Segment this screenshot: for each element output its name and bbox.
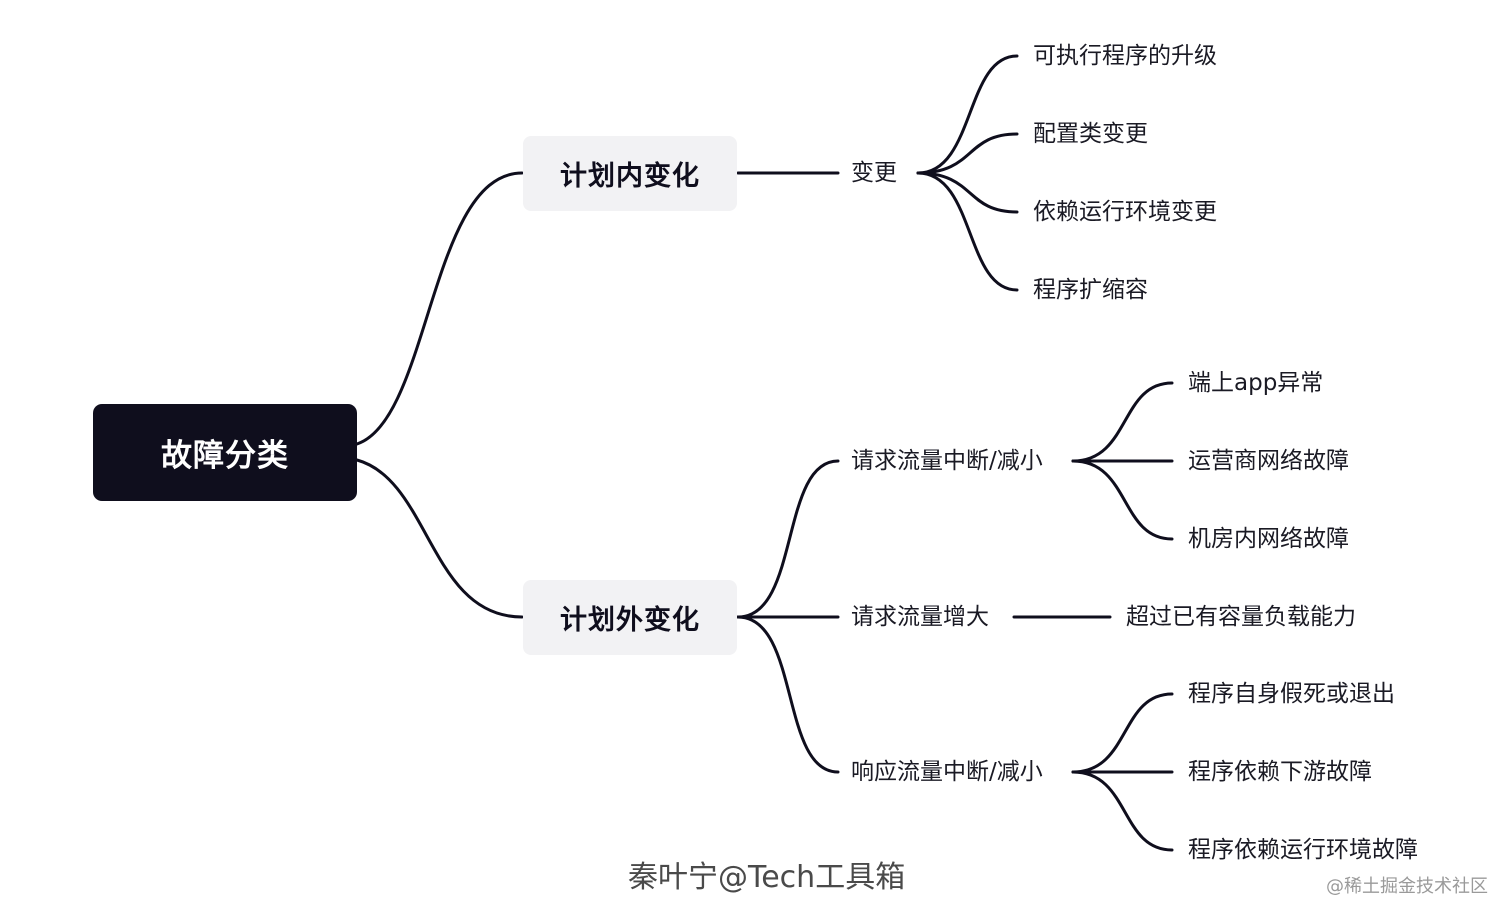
- connector-resp-drop-to-leaf-1: [1071, 692, 1174, 774]
- leaf-executable-upgrade[interactable]: 可执行程序的升级: [1033, 43, 1217, 69]
- leaf-downstream-fault[interactable]: 程序依赖下游故障: [1188, 759, 1372, 785]
- connector-unplanned-to-req-drop: [736, 459, 840, 619]
- branch-unplanned-change[interactable]: 计划外变化: [523, 580, 737, 655]
- connector-unplanned-to-resp-drop: [736, 615, 840, 774]
- leaf-exceed-capacity[interactable]: 超过已有容量负载能力: [1126, 604, 1356, 630]
- author-watermark: 秦叶宁@Tech工具箱: [628, 860, 906, 895]
- root-node[interactable]: 故障分类: [93, 404, 357, 501]
- node-request-traffic-increase[interactable]: 请求流量增大: [851, 604, 989, 630]
- branch-unplanned-change-label: 计划外变化: [560, 605, 700, 636]
- leaf-runtime-env-fault[interactable]: 程序依赖运行环境故障: [1188, 837, 1418, 863]
- leaf-scaling[interactable]: 程序扩缩容: [1033, 277, 1148, 303]
- leaf-process-hang-or-exit[interactable]: 程序自身假死或退出: [1188, 681, 1395, 707]
- connector-req-drop-to-leaf-3: [1071, 459, 1174, 541]
- connector-req-drop-to-leaf-1: [1071, 381, 1174, 463]
- connector-change-to-leaf-4: [916, 171, 1019, 292]
- node-response-traffic-drop[interactable]: 响应流量中断/减小: [851, 759, 1043, 785]
- leaf-carrier-network-fault[interactable]: 运营商网络故障: [1188, 448, 1349, 474]
- leaf-runtime-env-change[interactable]: 依赖运行环境变更: [1033, 199, 1217, 225]
- node-request-traffic-drop[interactable]: 请求流量中断/减小: [851, 448, 1043, 474]
- site-watermark: @稀土掘金技术社区: [1326, 876, 1488, 897]
- connector-change-to-leaf-3: [916, 171, 1019, 214]
- leaf-client-app-error[interactable]: 端上app异常: [1188, 370, 1324, 396]
- node-change[interactable]: 变更: [851, 160, 897, 186]
- connector-change-to-leaf-1: [916, 54, 1019, 175]
- root-node-label: 故障分类: [161, 438, 289, 474]
- connector-root-to-planned: [355, 171, 524, 446]
- leaf-datacenter-network-fault[interactable]: 机房内网络故障: [1188, 526, 1349, 552]
- branch-planned-change-label: 计划内变化: [560, 161, 700, 192]
- branch-planned-change[interactable]: 计划内变化: [523, 136, 737, 211]
- connector-resp-drop-to-leaf-3: [1071, 770, 1174, 852]
- connector-root-to-unplanned: [355, 458, 524, 619]
- leaf-config-change[interactable]: 配置类变更: [1033, 121, 1148, 147]
- connector-change-to-leaf-2: [916, 132, 1019, 175]
